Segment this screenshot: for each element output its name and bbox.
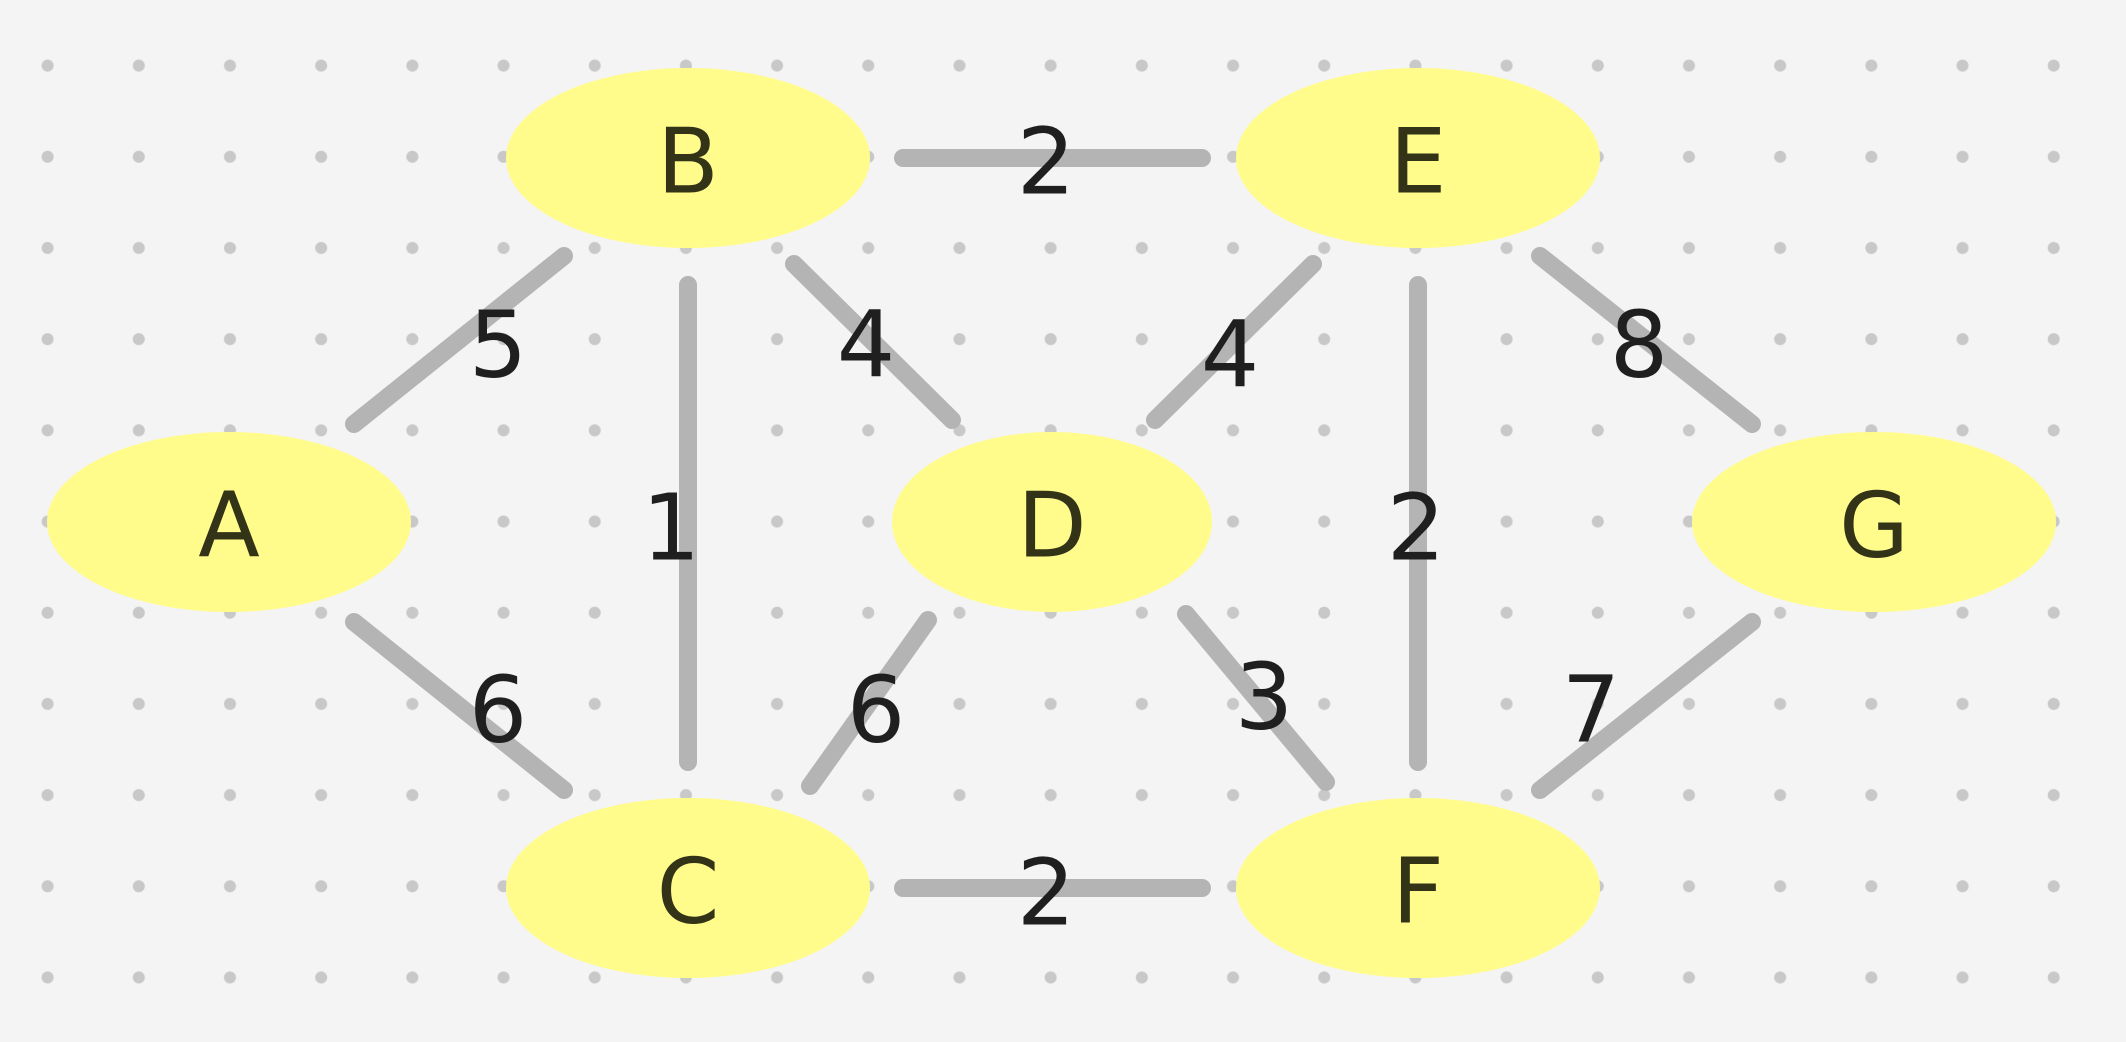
node-d-label: D xyxy=(1017,474,1086,579)
weight-a-b: 5 xyxy=(469,292,528,399)
node-e[interactable]: E xyxy=(1236,68,1600,248)
weight-b-e: 2 xyxy=(1017,109,1076,216)
node-b-shape xyxy=(506,68,870,248)
node-c-shape xyxy=(506,798,870,978)
weight-e-f: 2 xyxy=(1387,475,1446,582)
node-a-shape xyxy=(47,432,411,612)
node-g-label: G xyxy=(1839,474,1909,579)
weight-a-c: 6 xyxy=(469,657,528,764)
node-e-shape xyxy=(1236,68,1600,248)
node-d[interactable]: D xyxy=(892,432,1212,612)
node-a[interactable]: A xyxy=(47,432,411,612)
edge-d-f xyxy=(1177,605,1335,791)
node-g[interactable]: G xyxy=(1692,432,2056,612)
node-g-shape xyxy=(1692,432,2056,612)
weight-b-d: 4 xyxy=(837,292,896,399)
node-b-label: B xyxy=(657,110,719,215)
edge-a-c xyxy=(345,613,573,799)
weight-f-g: 7 xyxy=(1562,657,1621,764)
edge-c-d xyxy=(801,611,937,795)
edge-f-g xyxy=(1531,613,1761,799)
edge-a-b xyxy=(345,247,573,433)
node-f[interactable]: F xyxy=(1236,798,1600,978)
nodes-layer: A B C D E F G xyxy=(47,68,2056,978)
edge-b-d xyxy=(785,255,961,429)
node-c-label: C xyxy=(657,840,720,945)
node-d-shape xyxy=(892,432,1212,612)
weight-b-c: 1 xyxy=(642,475,701,582)
weight-d-e: 4 xyxy=(1201,302,1260,409)
node-a-label: A xyxy=(198,474,260,579)
edge-d-e xyxy=(1146,255,1322,429)
node-c[interactable]: C xyxy=(506,798,870,978)
node-f-shape xyxy=(1236,798,1600,978)
weight-c-d: 6 xyxy=(847,657,906,764)
node-e-label: E xyxy=(1390,110,1447,215)
weight-d-f: 3 xyxy=(1235,644,1294,751)
weight-c-f: 2 xyxy=(1017,840,1076,947)
weight-e-g: 8 xyxy=(1610,292,1669,399)
edges-layer xyxy=(345,149,1761,897)
weights-layer: 5 6 1 4 2 6 2 4 3 2 8 7 xyxy=(469,109,1669,947)
node-b[interactable]: B xyxy=(506,68,870,248)
edge-e-g xyxy=(1531,247,1761,433)
node-f-label: F xyxy=(1392,840,1444,945)
